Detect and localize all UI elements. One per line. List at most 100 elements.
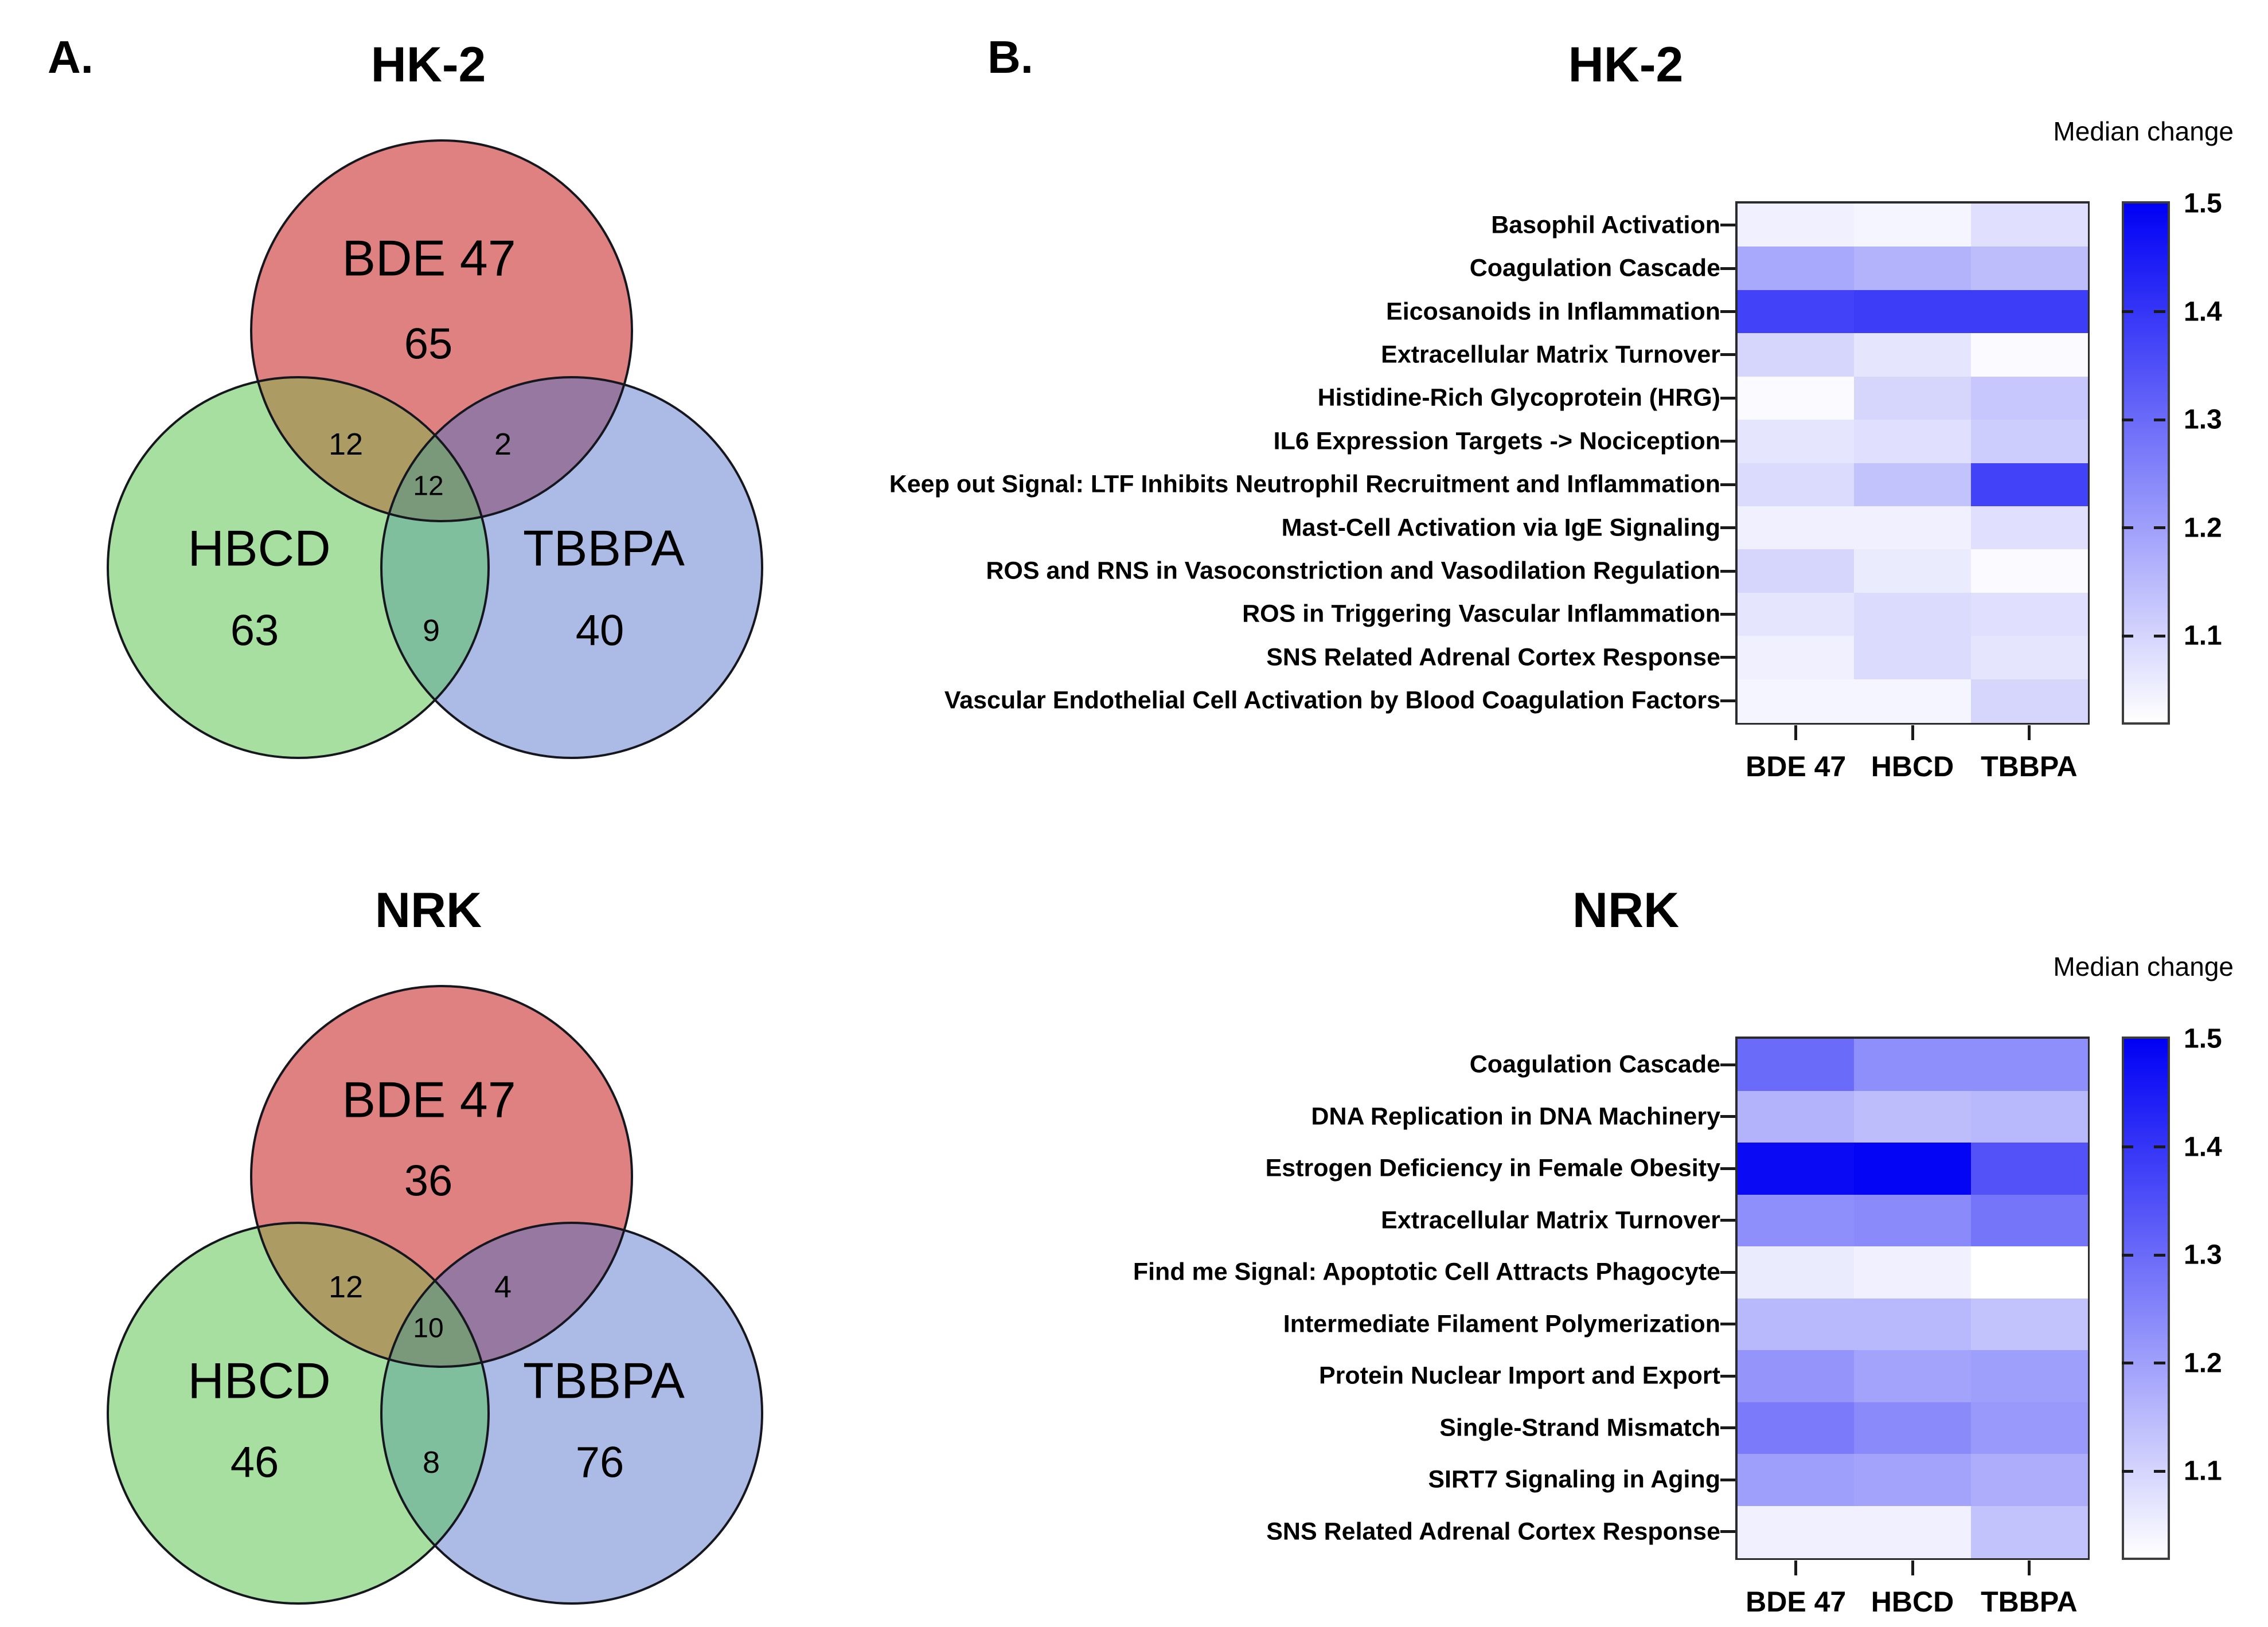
colorbar-nrk bbox=[2122, 1037, 2170, 1560]
heatmap-cell bbox=[1970, 1350, 2088, 1403]
heatmap-row-label: Coagulation Cascade bbox=[1469, 254, 1720, 282]
y-axis-tick bbox=[1720, 1374, 1735, 1378]
venn-set-label-hbcd: HBCD bbox=[188, 1352, 330, 1409]
venn-region-bde47-hbcd bbox=[251, 1223, 489, 1367]
heatmap-cell bbox=[1854, 1505, 1972, 1558]
heatmap-cell bbox=[1854, 376, 1972, 420]
heatmap-cell bbox=[1854, 1143, 1972, 1195]
colorbar-tick-label: 1.2 bbox=[2184, 1348, 2222, 1379]
heatmap-cell bbox=[1738, 333, 1855, 377]
colorbar-tick-label: 1.5 bbox=[2184, 188, 2222, 219]
heatmap-column-label: BDE 47 bbox=[1746, 1586, 1847, 1618]
venn-count-bde47-hbcd: 12 bbox=[329, 427, 363, 461]
heatmap-cell bbox=[1970, 1194, 2088, 1247]
heatmap-cell bbox=[1738, 376, 1855, 420]
heatmap-cell bbox=[1854, 1402, 1972, 1454]
heatmap-row-label: Histidine-Rich Glycoprotein (HRG) bbox=[1317, 384, 1720, 412]
venn-count-hbcd-tbbpa: 9 bbox=[423, 613, 440, 648]
venn-outline-bde47 bbox=[250, 985, 633, 1368]
venn-diagram-hk2: BDE 47 65 12 2 12 HBCD TBBPA 63 9 40 bbox=[107, 139, 763, 759]
colorbar-tick-label: 1.4 bbox=[2184, 296, 2222, 327]
heatmap-row-label: ROS in Triggering Vascular Inflammation bbox=[1242, 600, 1720, 628]
venn-diagram-nrk: BDE 47 36 12 4 10 HBCD TBBPA 46 8 76 bbox=[107, 985, 763, 1605]
x-axis-tick bbox=[1911, 1560, 1914, 1575]
heatmap-cell bbox=[1854, 463, 1972, 507]
heatmap-cell bbox=[1854, 1090, 1972, 1143]
colorbar-tick bbox=[2154, 310, 2165, 314]
heatmap-cell bbox=[1854, 1298, 1972, 1351]
venn-count-bde47-tbbpa: 2 bbox=[494, 427, 512, 461]
heatmap-cell bbox=[1738, 592, 1855, 636]
heatmap-cell bbox=[1738, 1350, 1855, 1403]
colorbar-tick bbox=[2154, 1145, 2165, 1149]
heatmap-cell bbox=[1970, 1298, 2088, 1351]
heatmap-column-label: BDE 47 bbox=[1746, 750, 1847, 783]
heatmap-cell bbox=[1854, 1454, 1972, 1507]
colorbar-tick bbox=[2122, 418, 2133, 421]
heatmap-cell bbox=[1970, 636, 2088, 680]
colorbar-tick bbox=[2122, 1362, 2133, 1365]
y-axis-tick bbox=[1720, 267, 1735, 270]
heatmap-cell bbox=[1738, 1090, 1855, 1143]
x-axis-tick bbox=[2027, 1560, 2031, 1575]
heatmap-cell bbox=[1738, 204, 1855, 248]
y-axis-tick bbox=[1720, 656, 1735, 659]
y-axis-tick bbox=[1720, 526, 1735, 530]
heatmap-cell bbox=[1970, 1402, 2088, 1454]
heatmap-cell bbox=[1970, 1246, 2088, 1299]
y-axis-tick bbox=[1720, 1063, 1735, 1066]
heatmap-cell bbox=[1738, 679, 1855, 723]
y-axis-tick bbox=[1720, 440, 1735, 443]
heatmap-cell bbox=[1738, 1454, 1855, 1507]
heatmap-cell bbox=[1738, 1194, 1855, 1247]
heatmap-row-label: IL6 Expression Targets -> Nociception bbox=[1273, 427, 1720, 455]
venn-count-tbbpa: 76 bbox=[576, 1438, 624, 1487]
venn-set-label-bde47: BDE 47 bbox=[342, 230, 516, 287]
heatmap-cell bbox=[1970, 679, 2088, 723]
colorbar-tick bbox=[2122, 1253, 2133, 1257]
heatmap-cell bbox=[1970, 549, 2088, 593]
colorbar-tick bbox=[2122, 634, 2133, 637]
heatmap-row-label: Basophil Activation bbox=[1491, 211, 1720, 239]
heatmap-row-label: Protein Nuclear Import and Export bbox=[1318, 1362, 1720, 1390]
colorbar-tick-label: 1.3 bbox=[2184, 404, 2222, 435]
venn-outline-bde47 bbox=[250, 139, 633, 522]
venn-set-label-hbcd: HBCD bbox=[188, 520, 330, 577]
heatmap-row-label: SNS Related Adrenal Cortex Response bbox=[1266, 643, 1720, 671]
heatmap-row-label: SNS Related Adrenal Cortex Response bbox=[1266, 1518, 1720, 1546]
heatmap-cell bbox=[1970, 376, 2088, 420]
heatmap-cell bbox=[1970, 592, 2088, 636]
heatmap-row-label: Single-Strand Mismatch bbox=[1439, 1414, 1720, 1442]
colorbar-tick bbox=[2122, 310, 2133, 314]
heatmap-row-label: ROS and RNS in Vasoconstriction and Vaso… bbox=[986, 557, 1720, 585]
y-axis-tick bbox=[1720, 1478, 1735, 1481]
heatmap-title-nrk: NRK bbox=[1572, 883, 1680, 938]
heatmap-cell bbox=[1738, 506, 1855, 550]
heatmap-cell bbox=[1738, 247, 1855, 291]
heatmap-cell bbox=[1854, 1350, 1972, 1403]
venn-count-center: 10 bbox=[413, 1313, 443, 1344]
colorbar-hk2 bbox=[2122, 201, 2170, 725]
heatmap-title-hk2: HK-2 bbox=[1568, 37, 1684, 92]
y-axis-tick bbox=[1720, 483, 1735, 486]
y-axis-tick bbox=[1720, 699, 1735, 702]
heatmap-row-label: Find me Signal: Apoptotic Cell Attracts … bbox=[1133, 1258, 1720, 1286]
heatmap-cell bbox=[1738, 1143, 1855, 1195]
y-axis-tick bbox=[1720, 396, 1735, 400]
y-axis-tick bbox=[1720, 310, 1735, 314]
heatmap-row-label: DNA Replication in DNA Machinery bbox=[1311, 1102, 1720, 1131]
venn-region-bde47-tbbpa bbox=[381, 1223, 632, 1367]
venn-region-bde47-tbbpa bbox=[381, 377, 632, 521]
x-axis-tick bbox=[1794, 1560, 1798, 1575]
heatmap-cell bbox=[1970, 420, 2088, 464]
heatmap-cell bbox=[1738, 1246, 1855, 1299]
heatmap-cell bbox=[1738, 549, 1855, 593]
venn-count-hbcd-tbbpa: 8 bbox=[423, 1445, 440, 1480]
heatmap-cell bbox=[1738, 290, 1855, 334]
venn-set-label-tbbpa: TBBPA bbox=[523, 1352, 685, 1409]
heatmap-column-label: TBBPA bbox=[1981, 1586, 2078, 1618]
heatmap-cell bbox=[1738, 1298, 1855, 1351]
heatmap-column-label: TBBPA bbox=[1981, 750, 2078, 783]
heatmap-cell bbox=[1854, 1246, 1972, 1299]
x-axis-tick bbox=[1911, 725, 1914, 740]
